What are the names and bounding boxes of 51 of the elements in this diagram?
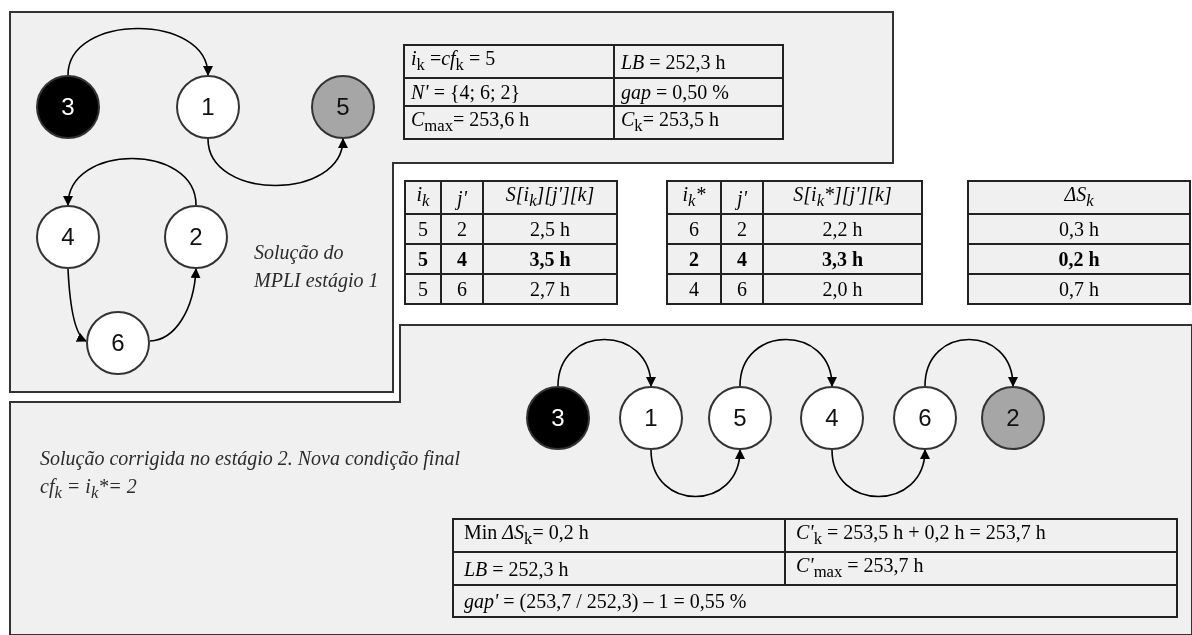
arrow: [924, 338, 1017, 387]
table-cell: 2: [441, 214, 483, 244]
table-cell: 2,7 h: [483, 274, 617, 304]
table-cell: 2: [721, 214, 763, 244]
header-cell: j': [721, 181, 763, 214]
arrow: [67, 268, 87, 342]
header-cell: i$_{k}$*: [667, 181, 721, 214]
arrow: [831, 449, 929, 498]
arrow: [739, 338, 836, 387]
table-cell: N' = {4; 6; 2}: [404, 78, 614, 106]
table-cell: 6: [721, 274, 763, 304]
header-cell: S[i$_{k}$][j'][k]: [483, 181, 617, 214]
header-cell: j': [441, 181, 483, 214]
table-cell: 5: [405, 214, 441, 244]
header-cell: S[i$_{k}$*][j'][k]: [763, 181, 922, 214]
table-cell: C$_{max}$= 253,6 h: [404, 106, 614, 139]
table-cell: 3,3 h: [763, 244, 922, 274]
table-cell: gap' = (253,7 / 252,3) – 1 = 0,55 %: [453, 585, 1177, 617]
table-cell: 4: [721, 244, 763, 274]
table-cell: 4: [441, 244, 483, 274]
caption-text: Solução do MPLI estágio 1: [254, 240, 380, 294]
table-cell: 2: [667, 244, 721, 274]
table-cell: 4: [667, 274, 721, 304]
table-cell: gap = 0,50 %: [614, 78, 783, 106]
table-cell: 3,5 h: [483, 244, 617, 274]
table-cell: 6: [441, 274, 483, 304]
table-cell: 6: [667, 214, 721, 244]
table-cell: 2,5 h: [483, 214, 617, 244]
table-cell: 0,3 h: [968, 214, 1190, 244]
table-cell: 5: [405, 244, 441, 274]
arrow: [149, 268, 201, 342]
table-cell: 0,7 h: [968, 274, 1190, 304]
table-cell: i$_{k}$ =cf$_{k}$ = 5: [404, 45, 614, 78]
table-cell: LB = 252,3 h: [614, 45, 783, 78]
arrow: [557, 338, 655, 387]
table-cell: 5: [405, 274, 441, 304]
arrow: [64, 157, 197, 206]
header-cell: ΔS$_{k}$: [968, 181, 1190, 214]
arrow: [650, 449, 744, 498]
arrow: [67, 27, 212, 76]
table-cell: C'$_{max}$ = 253,7 h: [785, 552, 1177, 585]
header-cell: i$_{k}$: [405, 181, 441, 214]
table-cell: 2,0 h: [763, 274, 922, 304]
table-cell: LB = 252,3 h: [453, 552, 785, 585]
table-cell: C$_{k}$= 253,5 h: [614, 106, 783, 139]
caption-text: Solução corrigida no estágio 2. Nova condição final cf$_{k}$ = i$_{k}$*= 2: [40, 446, 460, 504]
table-cell: 2,2 h: [763, 214, 922, 244]
table-cell: Min ΔS$_{k}$= 0,2 h: [453, 519, 785, 552]
table-cell: 0,2 h: [968, 244, 1190, 274]
table-cell: C'$_{k}$ = 253,5 h + 0,2 h = 253,7 h: [785, 519, 1177, 552]
arrow: [207, 138, 347, 187]
